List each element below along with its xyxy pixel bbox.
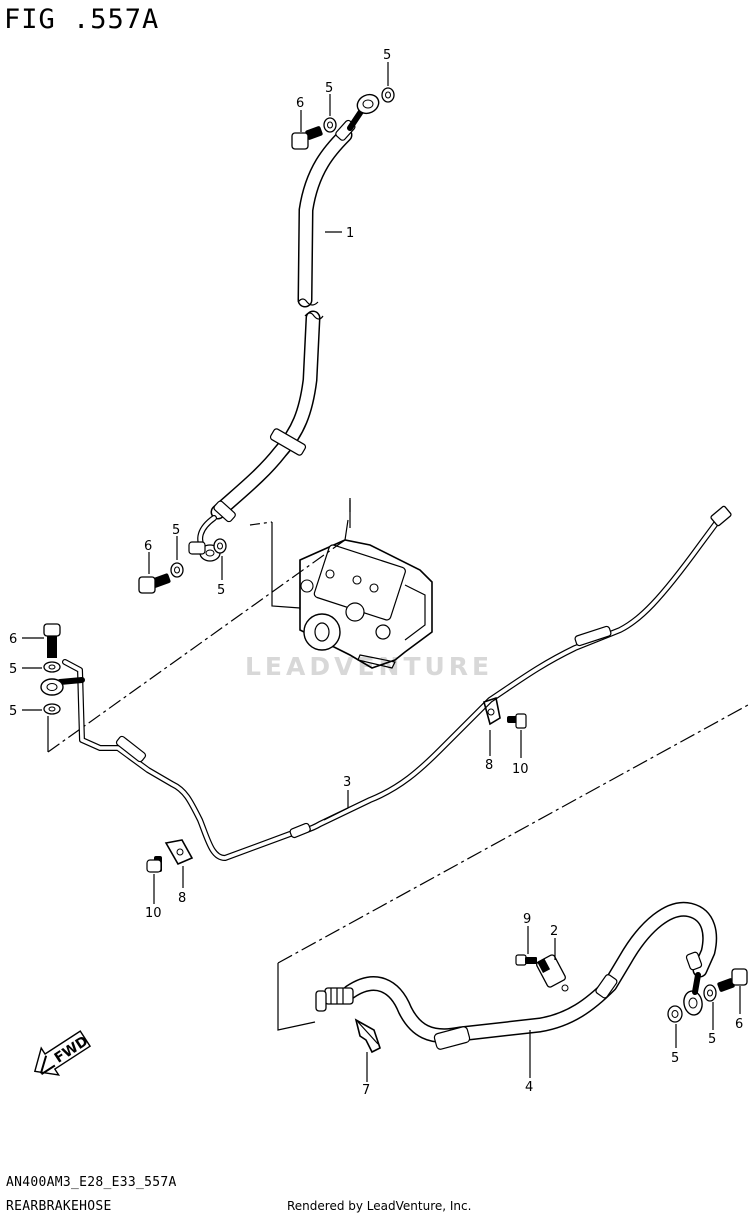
callout-5: 5 [325,81,333,96]
callout-7: 7 [362,1083,370,1098]
callout-5: 5 [383,48,391,63]
hose-4[interactable] [315,901,718,1050]
callout-8: 8 [178,891,186,906]
washer-mid-b[interactable] [213,538,227,554]
screw-9[interactable] [515,954,537,966]
washer-top-left[interactable] [323,117,337,133]
brake-pipe-3[interactable] [40,505,732,861]
leader-lines [22,62,741,1082]
callout-1: 1 [346,226,354,241]
hose-1[interactable] [188,91,382,562]
callout-5: 5 [172,523,180,538]
callout-3: 3 [343,775,351,790]
model-code: AN400AM3_E28_E33_557A [6,1175,177,1190]
reference-lines [47,498,749,1031]
callout-4: 4 [525,1080,533,1095]
callout-10: 10 [512,762,529,777]
screw-10-left[interactable] [146,856,162,873]
abs-unit [299,500,433,669]
washer-left-a[interactable] [43,661,61,673]
callout-5: 5 [9,662,17,677]
callout-6: 6 [296,96,304,111]
render-credit: Rendered by LeadVenture, Inc. [287,1199,472,1213]
callout-10: 10 [145,906,162,921]
banjo-bolt-bottom[interactable] [717,968,748,992]
callout-numbers: 5 5 6 1 6 5 5 6 5 5 3 8 10 10 8 9 2 7 4 … [9,48,743,1098]
callout-8: 8 [485,758,493,773]
callout-5: 5 [708,1032,716,1047]
callout-6: 6 [144,539,152,554]
callout-2: 2 [550,924,558,939]
screw-10-right[interactable] [507,713,527,729]
clamp-8-left[interactable] [164,839,194,866]
callout-9: 9 [523,912,531,927]
washer-left-b[interactable] [43,703,61,715]
bracket-2[interactable] [536,954,569,992]
washer-bottom-b[interactable] [703,984,717,1002]
washer-mid-a[interactable] [170,562,184,578]
callout-5: 5 [671,1051,679,1066]
callout-6: 6 [735,1017,743,1032]
callout-6: 6 [9,632,17,647]
clamp-8-right[interactable] [483,696,501,726]
callout-5: 5 [9,704,17,719]
washer-bottom-a[interactable] [667,1005,683,1023]
figure-title: FIG .557A [4,4,160,35]
banjo-bolt-top[interactable] [291,126,323,150]
banjo-bolt-mid[interactable] [138,573,171,594]
fwd-arrow-icon: FWD [33,1030,91,1076]
washer-top-right[interactable] [381,87,395,103]
callout-5: 5 [217,583,225,598]
clip-7[interactable] [354,1018,381,1054]
part-name: REARBRAKEHOSE [6,1199,112,1214]
banjo-bolt-left[interactable] [43,623,61,658]
